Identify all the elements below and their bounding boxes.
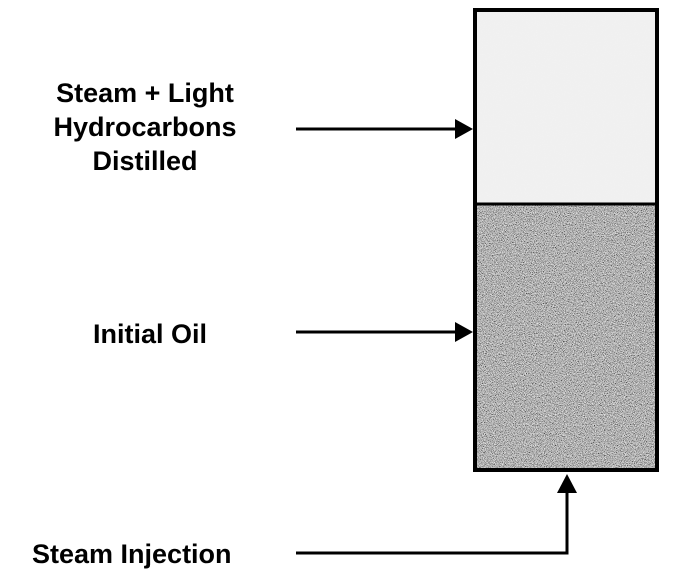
label-line-1: Steam + Light (56, 78, 234, 108)
column-outline (473, 8, 659, 472)
arrowhead-steam-light (455, 119, 473, 139)
steam-injection-label: Steam Injection (32, 539, 232, 569)
arrowhead-steam-injection (557, 474, 577, 493)
lower-zone-texture (475, 204, 657, 470)
upper-zone-texture (475, 10, 657, 204)
steam-injection-line (296, 492, 569, 555)
arrowhead-initial-oil (455, 322, 473, 342)
steam-light-hydrocarbons-label: Steam + Light Hydrocarbons Distilled (20, 76, 270, 178)
label-line-2: Hydrocarbons (53, 112, 237, 142)
initial-oil-label: Initial Oil (92, 319, 207, 349)
label-line-3: Distilled (92, 146, 198, 176)
